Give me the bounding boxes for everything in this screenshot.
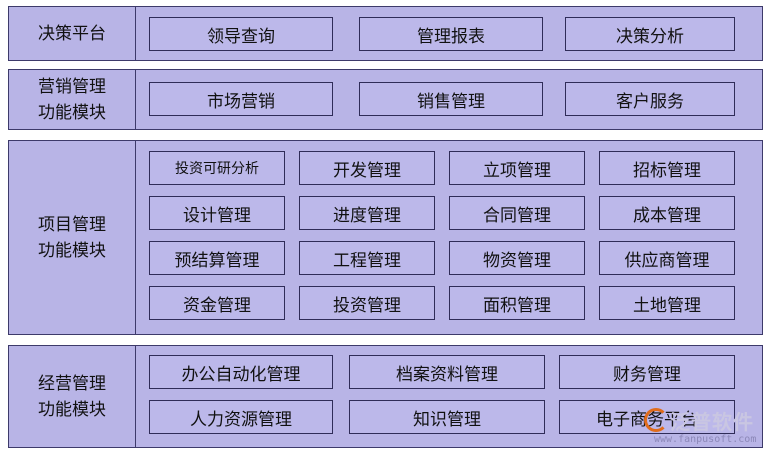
module-box: 供应商管理 [599, 241, 735, 275]
module-box: 档案资料管理 [349, 355, 545, 389]
module-box: 资金管理 [149, 286, 285, 320]
module-box: 领导查询 [149, 17, 333, 51]
band-decision-platform: 决策平台 领导查询 管理报表 决策分析 [8, 6, 763, 61]
module-box: 物资管理 [449, 241, 585, 275]
band-operations-module: 经营管理 功能模块 办公自动化管理 档案资料管理 财务管理 人力资源管理 知识管… [8, 345, 763, 448]
band-label-line: 经营管理 [38, 373, 106, 394]
band-label: 项目管理 功能模块 [9, 141, 136, 334]
band-label-line: 功能模块 [38, 240, 106, 261]
module-box: 成本管理 [599, 196, 735, 230]
module-box: 设计管理 [149, 196, 285, 230]
band-label-line: 功能模块 [38, 102, 106, 123]
band-label: 营销管理 功能模块 [9, 70, 136, 129]
module-box: 工程管理 [299, 241, 435, 275]
watermark-logo-icon [644, 408, 668, 432]
module-box: 招标管理 [599, 151, 735, 185]
watermark-url: www.fanpusoft.com [654, 434, 757, 445]
module-box: 办公自动化管理 [149, 355, 333, 389]
module-box: 人力资源管理 [149, 400, 333, 434]
band-label-line: 项目管理 [38, 214, 106, 235]
watermark-name: 泛普软件 [670, 410, 754, 434]
module-box: 投资可研分析 [149, 151, 285, 185]
module-box: 投资管理 [299, 286, 435, 320]
band-project-module: 项目管理 功能模块 投资可研分析 开发管理 立项管理 招标管理 设计管理 进度管… [8, 140, 763, 335]
module-box: 市场营销 [149, 82, 333, 116]
watermark: 泛普软件 www.fanpusoft.com [644, 406, 766, 452]
band-marketing-module: 营销管理 功能模块 市场营销 销售管理 客户服务 [8, 69, 763, 130]
band-label-line: 营销管理 [38, 76, 106, 97]
module-box: 财务管理 [559, 355, 735, 389]
module-box: 预结算管理 [149, 241, 285, 275]
band-label-line: 决策平台 [38, 23, 106, 44]
module-box: 立项管理 [449, 151, 585, 185]
module-box: 面积管理 [449, 286, 585, 320]
module-box: 进度管理 [299, 196, 435, 230]
module-box: 决策分析 [565, 17, 735, 51]
module-box: 知识管理 [349, 400, 545, 434]
module-box: 客户服务 [565, 82, 735, 116]
module-box: 销售管理 [359, 82, 543, 116]
band-label-line: 功能模块 [38, 399, 106, 420]
module-box: 管理报表 [359, 17, 543, 51]
band-label: 经营管理 功能模块 [9, 346, 136, 447]
module-box: 开发管理 [299, 151, 435, 185]
module-box: 土地管理 [599, 286, 735, 320]
module-box: 合同管理 [449, 196, 585, 230]
band-label: 决策平台 [9, 7, 136, 60]
